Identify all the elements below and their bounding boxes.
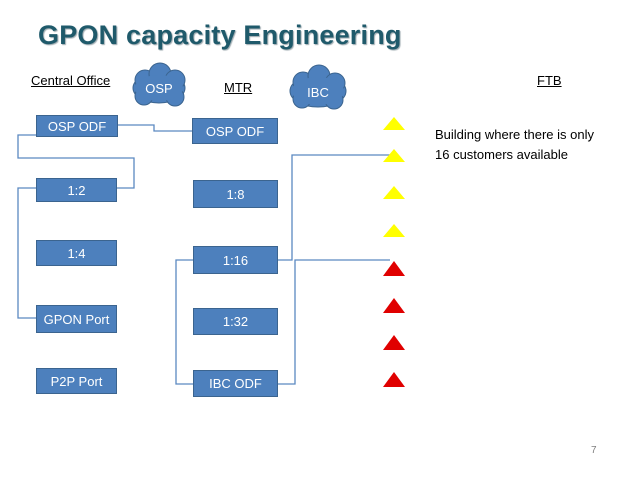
mtr-ibc-odf-box: IBC ODF xyxy=(193,370,278,397)
ibc-odf-to-ftb-link xyxy=(278,259,390,385)
splitter-1-2-to-gpon-port-link xyxy=(17,187,36,319)
ftb-header: FTB xyxy=(537,73,562,88)
ftb-marker-2 xyxy=(383,149,405,162)
osp-odf-to-splitter-1-2-link xyxy=(17,134,135,189)
co-splitter-1-4-box: 1:4 xyxy=(36,240,117,266)
splitter-1-16-to-ibc-odf-link xyxy=(175,259,193,385)
osp-cloud: OSP xyxy=(132,62,186,107)
mtr-splitter-1-16-box: 1:16 xyxy=(193,246,278,274)
ibc-cloud-label: IBC xyxy=(307,85,329,100)
ftb-marker-4 xyxy=(383,224,405,237)
central-office-header: Central Office xyxy=(31,73,111,88)
mtr-splitter-1-32-box: 1:32 xyxy=(193,308,278,335)
page-number: 7 xyxy=(591,445,597,456)
ftb-marker-3 xyxy=(383,186,405,199)
ftb-marker-6 xyxy=(383,298,405,313)
ftb-markers xyxy=(383,117,405,387)
ftb-marker-8 xyxy=(383,372,405,387)
ftb-note: Building where there is only 16 customer… xyxy=(435,127,594,162)
ibc-cloud: IBC xyxy=(289,64,347,110)
co-p2p-port-box: P2P Port xyxy=(36,368,117,394)
ftb-marker-5 xyxy=(383,261,405,276)
co-gpon-port-box: GPON Port xyxy=(36,305,117,333)
mtr-osp-odf-box: OSP ODF xyxy=(192,118,278,144)
ftb-marker-7 xyxy=(383,335,405,350)
mtr-splitter-1-8-box: 1:8 xyxy=(193,180,278,208)
co-splitter-1-2-box: 1:2 xyxy=(36,178,117,202)
page-title: GPON capacity Engineering xyxy=(38,20,402,50)
osp-odf-link xyxy=(118,124,192,132)
co-osp-odf-box: OSP ODF xyxy=(36,115,118,137)
osp-cloud-label: OSP xyxy=(145,81,172,96)
splitter-1-16-to-ftb-link xyxy=(278,154,390,261)
ftb-marker-1 xyxy=(383,117,405,130)
mtr-header: MTR xyxy=(224,80,253,95)
